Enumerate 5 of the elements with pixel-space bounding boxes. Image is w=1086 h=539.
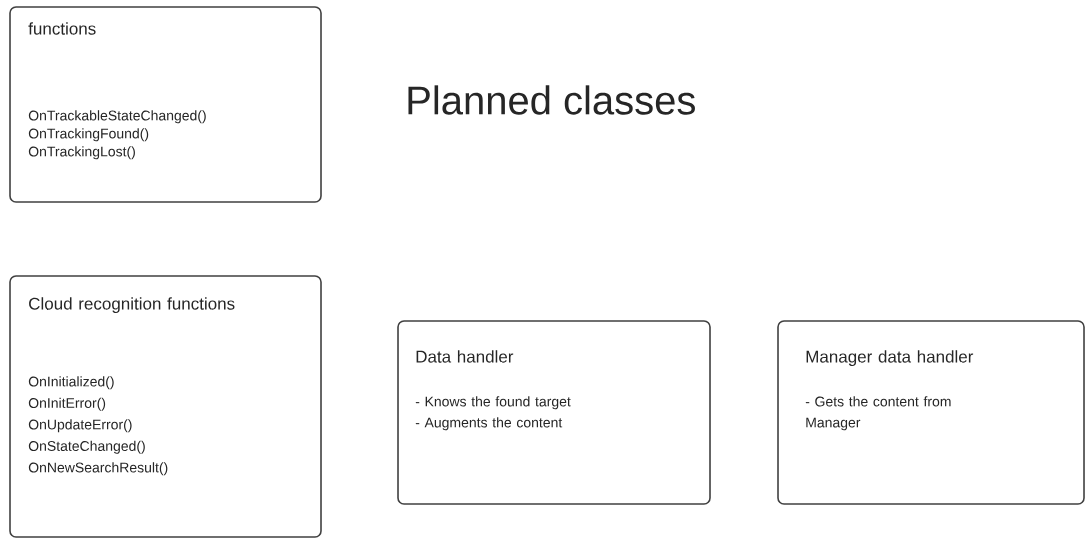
class-box: Data handler - Knows the found target - Augments the content: [397, 320, 711, 505]
class-box: Manager data handler - Gets the content from Manager: [777, 320, 1085, 505]
class-box: Cloud recognition functions OnInitialized() OnInitError() OnUpdateError() OnStateChanged() OnNewSearchResult(): [9, 275, 322, 538]
title: Planned classes: [408, 85, 695, 115]
class-box: functions OnTrackableStateChanged() OnTrackingFound() OnTrackingLost(): [9, 6, 322, 203]
